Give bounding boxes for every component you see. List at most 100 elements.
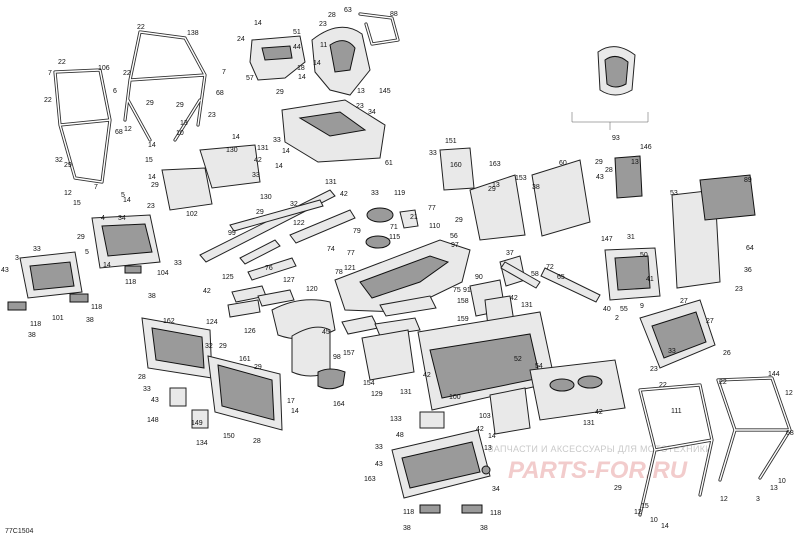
callout-97: 97: [451, 242, 459, 249]
callout-130: 130: [260, 194, 272, 201]
callout-148: 148: [147, 417, 159, 424]
callout-42: 42: [340, 191, 348, 198]
callout-144: 144: [768, 371, 780, 378]
callout-106: 106: [98, 65, 110, 72]
callout-7: 7: [48, 70, 52, 77]
callout-13: 13: [631, 159, 639, 166]
callout-38: 38: [480, 525, 488, 532]
callout-71: 71: [390, 224, 398, 231]
callout-64: 64: [746, 245, 754, 252]
callout-79: 79: [353, 228, 361, 235]
callout-7: 7: [222, 69, 226, 76]
callout-21: 21: [410, 214, 418, 221]
floor-rails: [199, 189, 356, 263]
callout-38: 38: [28, 332, 36, 339]
callout-75: 75: [453, 287, 461, 294]
callout-12: 12: [124, 126, 132, 133]
callout-28: 28: [328, 12, 336, 19]
callout-29: 29: [595, 159, 603, 166]
callout-14: 14: [275, 163, 283, 170]
callout-43: 43: [1, 267, 9, 274]
callout-27: 27: [680, 298, 688, 305]
callout-164: 164: [333, 401, 345, 408]
callout-33: 33: [252, 172, 260, 179]
callout-55: 55: [620, 306, 628, 313]
callout-12: 12: [64, 190, 72, 197]
callout-29: 29: [455, 217, 463, 224]
callout-158: 158: [457, 298, 469, 305]
callout-131: 131: [583, 420, 595, 427]
callout-150: 150: [223, 433, 235, 440]
callout-13: 13: [357, 88, 365, 95]
callout-34: 34: [492, 486, 500, 493]
callout-42: 42: [423, 372, 431, 379]
callout-22: 22: [44, 97, 52, 104]
callout-22: 22: [58, 59, 66, 66]
callout-110: 110: [429, 223, 440, 230]
callout-3: 3: [756, 496, 760, 503]
callout-91: 91: [463, 287, 471, 294]
callout-36: 36: [744, 267, 752, 274]
callout-161: 161: [239, 356, 251, 363]
callout-127: 127: [283, 277, 295, 284]
callout-78: 78: [335, 269, 343, 276]
callout-22: 22: [137, 24, 145, 31]
callout-5: 5: [121, 192, 125, 199]
trim-strips: [227, 239, 297, 318]
footwell-tray-left: [91, 214, 161, 269]
callout-37: 37: [506, 250, 514, 257]
dash-panel-right: [531, 155, 643, 237]
rear-cage-frame-right: [123, 30, 207, 142]
callout-14: 14: [148, 174, 156, 181]
callout-129: 129: [371, 391, 383, 398]
callout-133: 133: [390, 416, 402, 423]
callout-118: 118: [125, 279, 136, 286]
callout-32: 32: [205, 343, 213, 350]
callout-72: 72: [546, 264, 554, 271]
callout-63: 63: [344, 7, 352, 14]
callout-74: 74: [327, 246, 335, 253]
rear-fender: [311, 26, 371, 96]
callout-38: 38: [86, 317, 94, 324]
callout-130: 130: [226, 147, 238, 154]
skid-plate-right: [529, 359, 626, 421]
callout-5: 5: [85, 249, 89, 256]
grab-bracket: [358, 12, 400, 46]
callout-76: 76: [265, 265, 273, 272]
callout-29: 29: [176, 102, 184, 109]
callout-29: 29: [151, 182, 159, 189]
callout-38: 38: [532, 184, 540, 191]
callout-147: 147: [601, 236, 613, 243]
callout-163: 163: [489, 161, 501, 168]
callout-14: 14: [298, 74, 306, 81]
callout-3: 3: [15, 255, 19, 262]
callout-12: 12: [634, 509, 642, 516]
callout-134: 134: [196, 440, 208, 447]
callout-6: 6: [113, 88, 117, 95]
callout-23: 23: [208, 112, 216, 119]
callout-14: 14: [291, 408, 299, 415]
floor-pan: [417, 311, 556, 411]
callout-43: 43: [596, 174, 604, 181]
callout-14: 14: [488, 433, 496, 440]
callout-29: 29: [77, 234, 85, 241]
callout-118: 118: [91, 304, 102, 311]
callout-13: 13: [770, 485, 778, 492]
engine-cover: [639, 299, 716, 369]
callout-115: 115: [389, 234, 400, 241]
callout-34: 34: [118, 215, 126, 222]
callout-50: 50: [640, 252, 648, 259]
callout-131: 131: [257, 145, 269, 152]
callout-153: 153: [515, 175, 527, 182]
callout-103: 103: [479, 413, 491, 420]
callout-23: 23: [735, 286, 743, 293]
callout-111: 111: [671, 408, 682, 415]
callout-125: 125: [222, 274, 234, 281]
callout-100: 100: [449, 394, 461, 401]
callout-22: 22: [719, 379, 727, 386]
callout-57: 57: [246, 75, 254, 82]
callout-33: 33: [33, 246, 41, 253]
callout-68: 68: [115, 129, 123, 136]
